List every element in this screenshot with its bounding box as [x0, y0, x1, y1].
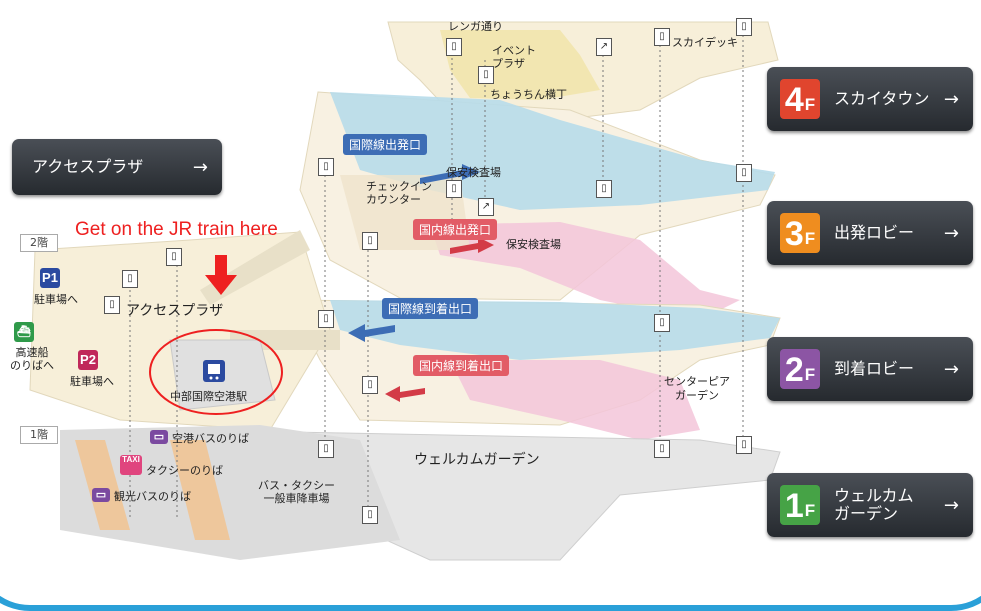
station-highlight-circle — [149, 329, 283, 415]
taxi-icon: TAXI — [120, 455, 142, 475]
arrow-right-icon: → — [943, 358, 959, 380]
chochin-alley-label: ちょうちん横丁 — [490, 88, 567, 101]
elevator-icon: ▯ — [362, 232, 378, 250]
dom-departure-arrow — [450, 237, 494, 254]
floor-1-label: ウェルカム ガーデン — [834, 486, 914, 523]
road-stripe-2 — [170, 440, 230, 540]
arrow-right-icon: → — [943, 88, 959, 110]
sky-deck-label: スカイデッキ — [672, 36, 738, 49]
event-plaza-label: イベント プラザ — [492, 44, 536, 70]
center-pier-garden-label: センターピア ガーデン — [664, 375, 730, 402]
elevator-icon: ▯ — [446, 180, 462, 198]
arrow-right-icon: → — [943, 494, 959, 516]
jr-train-annotation: Get on the JR train here — [75, 219, 278, 240]
elevator-icon: ▯ — [736, 436, 752, 454]
parking-p1-label: 駐車場へ — [34, 293, 78, 306]
parking-p2-label: 駐車場へ — [70, 375, 114, 388]
floor-3-label: 出発ロビー — [834, 223, 915, 242]
road-stripe-1 — [75, 440, 130, 530]
access-plaza-button-label: アクセスプラザ — [32, 157, 144, 176]
access-plaza-button[interactable]: アクセスプラザ → — [12, 139, 222, 195]
arrow-right-icon: → — [943, 222, 959, 244]
elevator-icon: ▯ — [318, 440, 334, 458]
floor-2-label: 到着ロビー — [834, 359, 915, 378]
elevator-icon: ▯ — [654, 314, 670, 332]
ferry-icon: ⛴ — [14, 322, 34, 342]
floor-2-domestic — [450, 360, 700, 440]
elevator-icon: ▯ — [446, 38, 462, 56]
dom-arrival-arrow — [385, 386, 425, 402]
intl-departure-arrow — [420, 164, 480, 184]
floor-2-tag: 2階 — [20, 234, 58, 252]
elevator-icon: ▯ — [596, 180, 612, 198]
tour-bus-label: 観光バスのりば — [114, 490, 191, 503]
ground-roads — [60, 425, 400, 560]
elevator-icon: ▯ — [362, 506, 378, 524]
parking-p1-icon: P1 — [40, 268, 60, 288]
elevator-icon: ▯ — [654, 440, 670, 458]
domestic-departure-tag: 国内線出発口 — [413, 219, 498, 240]
floor-4-label: スカイタウン — [834, 89, 930, 108]
domestic-arrival-tag: 国内線到着出口 — [413, 355, 510, 376]
taxi-label: タクシーのりば — [146, 464, 223, 477]
elevator-icon: ▯ — [122, 270, 138, 288]
elevator-icon: ▯ — [736, 164, 752, 182]
elevator-icon: ▯ — [318, 310, 334, 328]
access-plaza-label: アクセスプラザ — [126, 303, 224, 319]
ferry-label: 高速船 のりばへ — [10, 346, 54, 372]
intl-arrival-arrow — [348, 324, 395, 342]
floor-1-tag: 1階 — [20, 426, 58, 444]
elevator-icon: ▯ — [362, 376, 378, 394]
intl-departure-tag: 国際線出発口 — [343, 134, 428, 155]
checkin-counter-label: チェックイン カウンター — [366, 180, 432, 206]
elevator-icon: ▯ — [318, 158, 334, 176]
escalator-icon: ↗ — [596, 38, 612, 56]
floor-3-domestic — [430, 222, 740, 320]
tour-bus-icon: ▭ — [92, 488, 110, 502]
security-check-label-2: 保安検査場 — [506, 238, 561, 251]
elevator-icon: ▯ — [478, 66, 494, 84]
security-check-label-1: 保安検査場 — [446, 166, 501, 179]
welcome-garden-label: ウェルカムガーデン — [414, 452, 540, 468]
elevator-icon: ▯ — [654, 28, 670, 46]
arrow-right-icon: → — [192, 156, 208, 178]
bus-taxi-dropoff-label: バス・タクシー 一般車降車場 — [258, 479, 335, 505]
red-arrow-head — [205, 275, 237, 295]
elevator-icon: ▯ — [166, 248, 182, 266]
airport-bus-label: 空港バスのりば — [172, 432, 249, 445]
escalator-icon: ↗ — [478, 198, 494, 216]
station-label: 中部国際空港駅 — [170, 390, 247, 403]
intl-arrival-tag: 国際線到着出口 — [382, 298, 479, 319]
elevator-icon: ▯ — [104, 296, 120, 314]
red-arrow-shaft — [215, 255, 227, 277]
renga-street-label: レンガ通り — [448, 20, 503, 33]
airport-bus-icon: ▭ — [150, 430, 168, 444]
parking-p2-icon: P2 — [78, 350, 98, 370]
elevator-icon: ▯ — [736, 18, 752, 36]
